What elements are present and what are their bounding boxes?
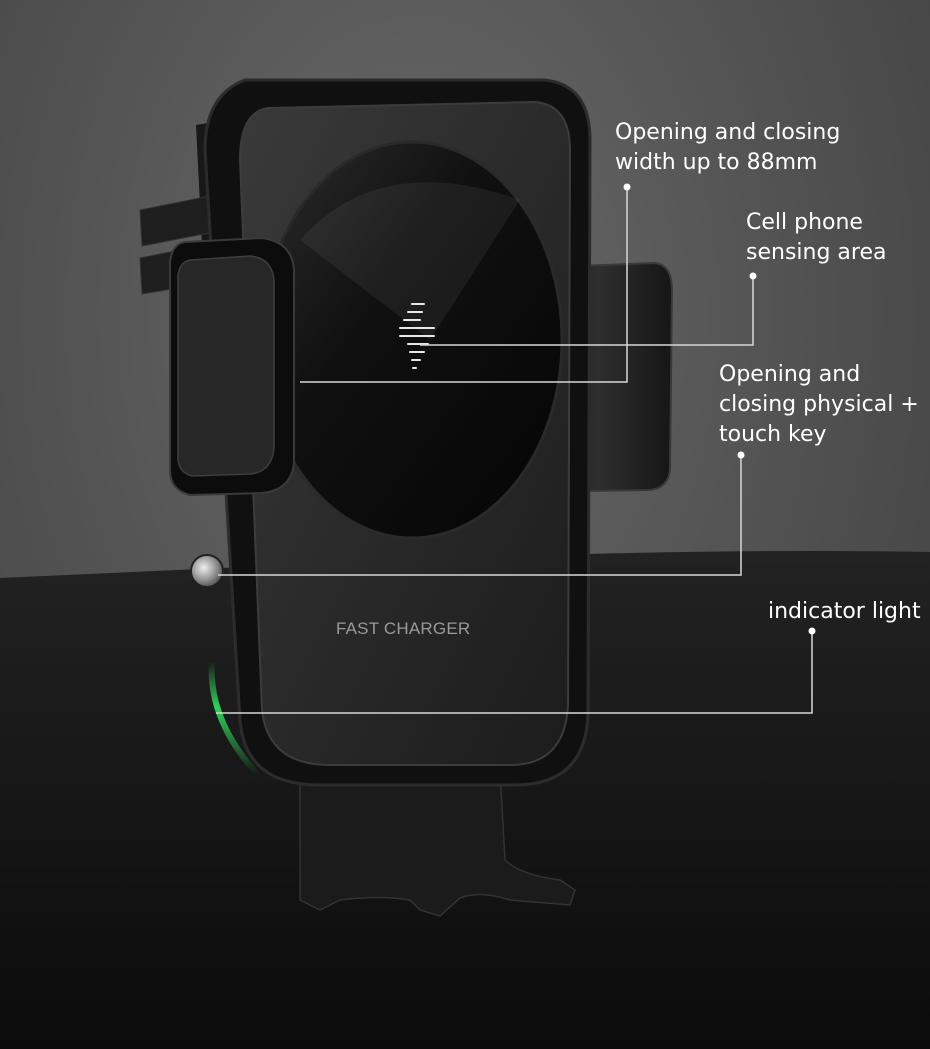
leader-line-light [216, 631, 813, 714]
touch-key-button [190, 554, 224, 588]
leader-dot-sensing [749, 272, 757, 280]
fast-charger-printed-text: FAST CHARGER [336, 619, 471, 638]
leader-line-key [218, 455, 742, 576]
callout-width: Opening and closing width up to 88mm [615, 120, 841, 175]
leader-dot-light [808, 627, 816, 635]
leader-line-sensing [420, 276, 754, 346]
leader-dot-key [737, 451, 745, 459]
callout-touch-key: Opening and closing physical + touch key [719, 362, 919, 447]
lightning-bolt-icon [399, 303, 435, 369]
callout-sensing-area: Cell phone sensing area [746, 210, 887, 265]
indicator-light [208, 659, 261, 778]
leader-dot-width [623, 183, 631, 191]
callout-indicator-light: indicator light [768, 599, 921, 624]
leader-line-width [300, 187, 628, 383]
